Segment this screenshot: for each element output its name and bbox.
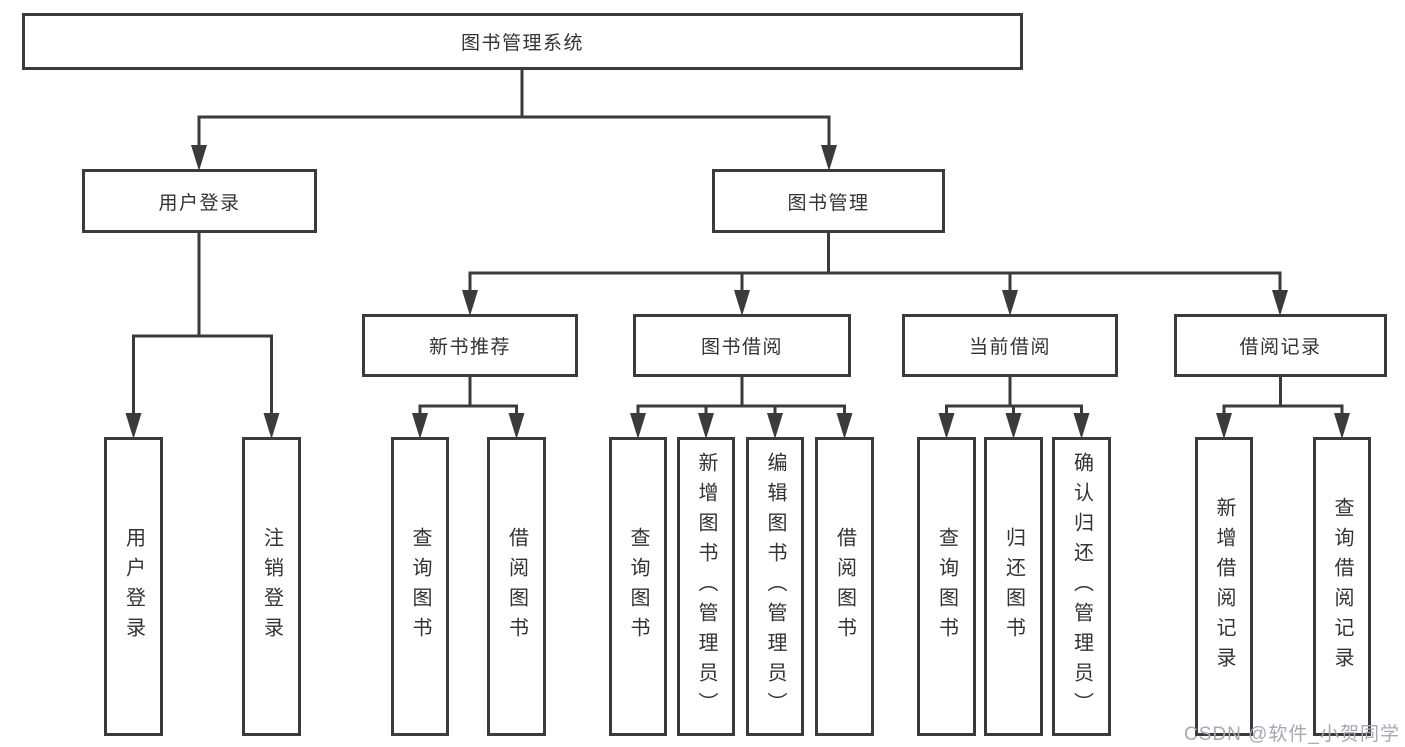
arrowhead-icon: [412, 413, 428, 439]
arrowhead-icon: [125, 413, 142, 439]
arrowhead-icon: [1334, 413, 1350, 439]
arrowhead-icon: [938, 413, 955, 439]
connector-recommend-to-children: [412, 377, 525, 439]
node-current-borrow: 当前借阅: [902, 314, 1118, 377]
node-library-system: 图书管理系统: [22, 13, 1023, 70]
node-confirm-return-admin: 确认归还（管理员）: [1052, 437, 1111, 736]
node-borrow-books-recommend: 借阅图书: [487, 437, 546, 736]
node-user-login-branch: 用户登录: [82, 169, 317, 233]
arrowhead-icon: [1216, 413, 1232, 439]
node-book-borrow: 图书借阅: [633, 314, 851, 377]
node-return-book: 归还图书: [984, 437, 1043, 736]
node-edit-book-admin: 编辑图书（管理员）: [746, 437, 804, 736]
node-add-borrow-record: 新增借阅记录: [1195, 437, 1253, 736]
arrowhead-icon: [1002, 290, 1018, 316]
arrowhead-icon: [1073, 413, 1090, 439]
arrowhead-icon: [767, 413, 783, 439]
node-borrow-books-borrow: 借阅图书: [815, 437, 874, 736]
arrowhead-icon: [263, 413, 280, 439]
connector-book-mgmt-to-level3: [462, 233, 1288, 316]
node-new-book-recommend: 新书推荐: [362, 314, 578, 377]
arrowhead-icon: [191, 145, 207, 171]
node-query-books-current: 查询图书: [917, 437, 976, 736]
node-query-books-recommend: 查询图书: [391, 437, 449, 736]
arrowhead-icon: [1005, 413, 1022, 439]
arrowhead-icon: [698, 413, 714, 439]
arrowhead-icon: [1272, 290, 1288, 316]
node-query-borrow-record: 查询借阅记录: [1313, 437, 1371, 736]
watermark: CSDN @软件_小贺同学: [1184, 724, 1400, 745]
node-user-login: 用户登录: [104, 437, 163, 736]
connector-user-login-to-children: [125, 233, 280, 439]
arrowhead-icon: [508, 413, 525, 439]
arrowhead-icon: [836, 413, 853, 439]
node-query-books-borrow: 查询图书: [609, 437, 667, 736]
arrowhead-icon: [630, 413, 646, 439]
connector-root-to-level2: [191, 70, 837, 171]
connector-current-to-children: [938, 377, 1090, 439]
node-borrow-records: 借阅记录: [1174, 314, 1387, 377]
connector-borrow-to-children: [630, 377, 853, 439]
connector-records-to-children: [1216, 377, 1350, 439]
arrowhead-icon: [462, 290, 478, 316]
node-logout: 注销登录: [242, 437, 301, 736]
arrowhead-icon: [821, 145, 837, 171]
node-book-management: 图书管理: [712, 169, 945, 233]
arrowhead-icon: [734, 290, 750, 316]
node-add-book-admin: 新增图书（管理员）: [677, 437, 735, 736]
